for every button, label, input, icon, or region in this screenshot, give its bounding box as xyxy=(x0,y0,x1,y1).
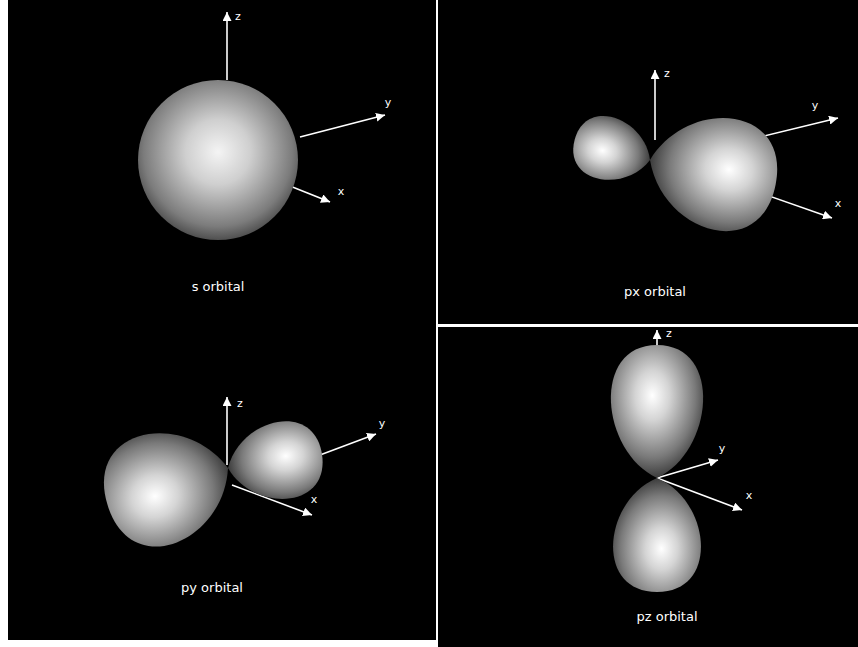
axis-label: y xyxy=(719,443,726,455)
orbital-caption: px orbital xyxy=(624,285,686,299)
axis-label: x xyxy=(338,186,345,198)
axis-label: z xyxy=(666,328,672,340)
panel xyxy=(8,0,436,640)
panel xyxy=(438,0,858,324)
orbital-lobe xyxy=(91,414,244,559)
orbital-caption: pz orbital xyxy=(636,610,697,624)
orbital-lobe xyxy=(611,345,703,478)
axes xyxy=(227,12,838,515)
axis-label: z xyxy=(237,398,243,410)
axis-label: z xyxy=(664,68,670,80)
axis-label: x xyxy=(311,494,318,506)
axis-label: y xyxy=(379,418,386,430)
panel xyxy=(438,327,858,647)
orbital-lobe xyxy=(613,478,701,592)
axis-label: x xyxy=(835,198,842,210)
s-orbital xyxy=(138,80,298,240)
axis-label: y xyxy=(385,97,392,109)
axis-label: x xyxy=(746,490,753,502)
orbital-lobe xyxy=(567,109,659,190)
orbital-caption: s orbital xyxy=(192,280,245,294)
orbital-lobe xyxy=(639,105,786,240)
orbital-lobe xyxy=(223,416,328,506)
orbital-caption: py orbital xyxy=(181,581,243,595)
axis-label: y xyxy=(812,100,819,112)
axis-label: z xyxy=(235,11,241,23)
